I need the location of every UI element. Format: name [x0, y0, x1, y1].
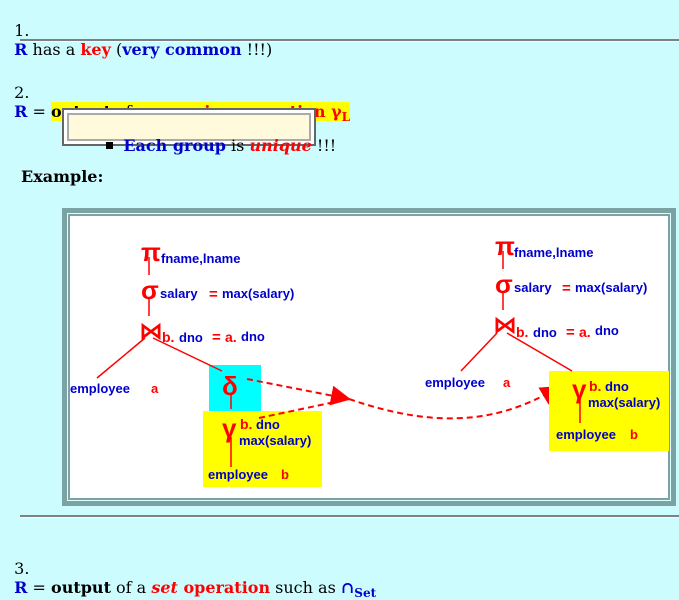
item-1-number: 1.: [14, 21, 30, 40]
item-3-eq: =: [27, 578, 52, 597]
right-join-a: a.: [579, 324, 591, 340]
example-label: Example:: [21, 167, 104, 186]
right-employee-a-alias: a: [503, 375, 511, 390]
left-join-dno-2: dno: [241, 329, 265, 344]
left-sigma-eq: =: [209, 286, 218, 303]
left-employee-b-label: employee: [208, 467, 268, 482]
transform-arrow-delta: [246, 378, 351, 406]
callout-unique: unique: [249, 136, 312, 155]
item-1-r: R: [14, 40, 28, 59]
right-gamma-symbol: γ: [572, 374, 587, 404]
right-join-symbol: ⋈: [493, 312, 517, 339]
right-tree: π fname,lname σ salary = max(salary) ⋈ b…: [425, 231, 660, 442]
right-gamma-b: b.: [589, 378, 601, 394]
item-3-r: R: [14, 578, 28, 597]
item-3: 3. R = output of a set operation such as…: [4, 540, 376, 600]
right-join-dno-2: dno: [595, 323, 619, 338]
item-3-output: output: [51, 578, 111, 597]
item-3-operation: operation: [177, 578, 271, 597]
item-3-such-as: such as: [270, 578, 341, 597]
item-3-of-a: of a: [110, 578, 152, 597]
right-employee-b-label: employee: [556, 427, 616, 442]
right-join-eq: =: [566, 324, 575, 341]
left-join-a: a.: [225, 329, 237, 345]
item-2-number: 2.: [14, 83, 30, 102]
item-1: 1. R has a key (very common !!!): [4, 2, 272, 59]
right-employee-a-label: employee: [425, 375, 485, 390]
right-employee-b-alias: b: [630, 427, 638, 442]
item-3-cap-sub: Set: [354, 586, 377, 600]
item-1-key: key: [80, 40, 111, 59]
item-1-very-common: very common: [122, 40, 242, 59]
right-sigma-max: max(salary): [575, 280, 647, 295]
divider-2: [20, 515, 679, 518]
right-sigma-symbol: σ: [495, 269, 513, 299]
item-1-text-c: !!!): [241, 40, 273, 59]
callout-is: is: [225, 136, 250, 155]
item-3-set: set: [151, 578, 178, 597]
right-sigma-attr: salary: [514, 280, 552, 295]
item-2-gamma-sub: L: [341, 110, 351, 125]
left-join-dno-1: dno: [179, 330, 203, 345]
item-3-number: 3.: [14, 559, 30, 578]
left-tree: π fname,lname σ salary = max(salary) ⋈ b…: [70, 237, 311, 482]
left-sigma-attr: salary: [160, 286, 198, 301]
transform-arrow-gamma: [258, 398, 350, 419]
left-employee-b-alias: b: [281, 467, 289, 482]
left-gamma-dno: dno: [256, 417, 280, 432]
right-gamma-dno: dno: [605, 379, 629, 394]
item-1-text-a: has a: [27, 40, 81, 59]
right-pi-subscript: fname,lname: [514, 245, 593, 260]
left-pi-symbol: π: [141, 237, 161, 267]
left-gamma-b: b.: [240, 416, 252, 432]
query-tree-diagram: π fname,lname σ salary = max(salary) ⋈ b…: [70, 231, 669, 487]
left-gamma-max: max(salary): [239, 433, 311, 448]
right-gamma-max: max(salary): [588, 395, 660, 410]
item-1-text-b: (: [110, 40, 123, 59]
bullet-icon: [106, 142, 114, 149]
left-employee-a-alias: a: [151, 381, 159, 396]
callout-each-group: Each group: [123, 136, 226, 155]
divider-1: [20, 39, 679, 42]
callout-box: Each group is unique !!!: [62, 108, 336, 155]
left-pi-subscript: fname,lname: [161, 251, 240, 266]
item-2-gamma: γ: [325, 102, 342, 121]
gamma-highlight: [203, 411, 322, 487]
left-employee-a-label: employee: [70, 381, 130, 396]
left-sigma-max: max(salary): [222, 286, 294, 301]
transform-arrow-curve: [348, 385, 561, 420]
figure-panel: π fname,lname σ salary = max(salary) ⋈ b…: [62, 208, 676, 506]
right-gamma-highlight: [549, 371, 669, 451]
right-sigma-eq: =: [562, 280, 571, 297]
item-3-cap: ∩: [340, 578, 355, 597]
left-join-b: b.: [162, 329, 174, 345]
left-join-eq: =: [212, 329, 221, 346]
right-join-b: b.: [516, 324, 528, 340]
right-join-dno-1: dno: [533, 325, 557, 340]
callout-bang: !!!: [311, 136, 337, 155]
item-2-r: R: [14, 102, 28, 121]
right-pi-symbol: π: [495, 231, 515, 261]
left-gamma-symbol: γ: [222, 413, 237, 443]
item-2-eq: =: [27, 102, 52, 121]
left-join-symbol: ⋈: [139, 318, 163, 345]
left-sigma-symbol: σ: [141, 275, 159, 305]
left-delta-symbol: δ: [222, 371, 238, 401]
